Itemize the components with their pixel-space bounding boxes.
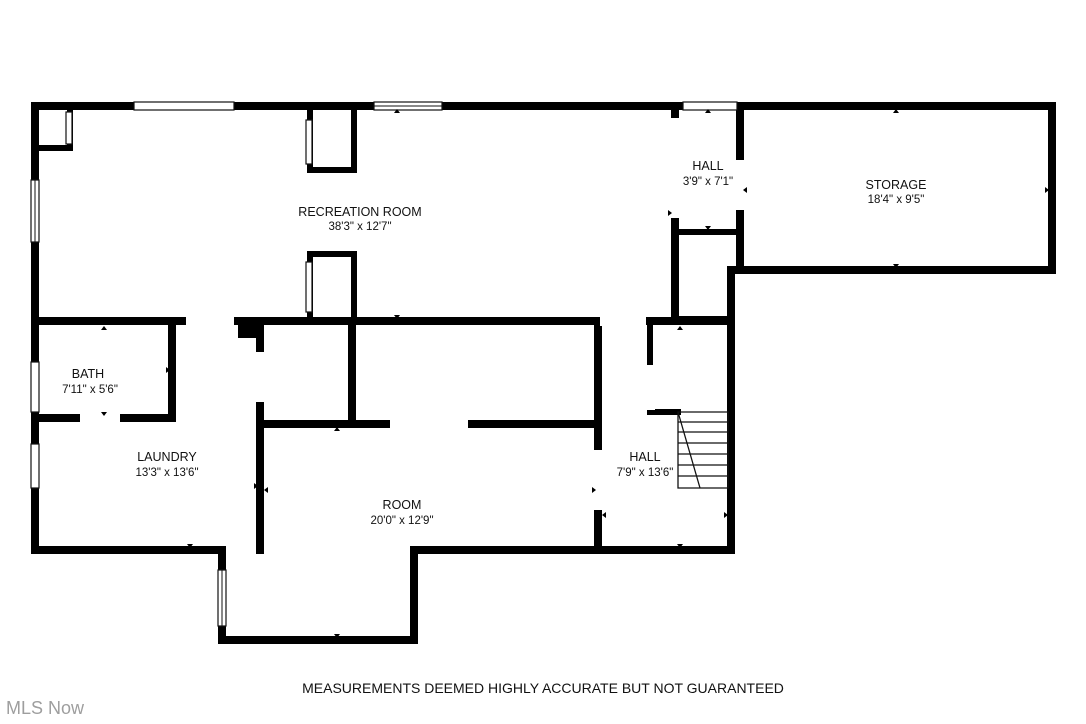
room-label-hall-upper: HALL 3'9" x 7'1"	[683, 159, 733, 188]
room-dimensions: 38'3" x 12'7"	[328, 221, 391, 233]
room-dimensions: 3'9" x 7'1"	[683, 176, 733, 188]
room-dimensions: 18'4" x 9'5"	[868, 194, 925, 206]
room-dimensions: 7'11" x 5'6"	[62, 384, 118, 396]
windows	[30, 101, 738, 627]
interior-walls	[31, 107, 743, 554]
room-name: HALL	[629, 450, 660, 464]
stairs	[677, 411, 729, 489]
disclaimer-text: MEASUREMENTS DEEMED HIGHLY ACCURATE BUT …	[302, 680, 784, 696]
room-dimensions: 7'9" x 13'6"	[617, 467, 674, 479]
dimension-markers	[101, 109, 1049, 638]
room-name: HALL	[692, 159, 723, 173]
room-name: LAUNDRY	[137, 450, 197, 464]
brand-watermark: MLS Now	[6, 698, 85, 718]
room-name: STORAGE	[866, 178, 927, 192]
room-label-storage: STORAGE 18'4" x 9'5"	[866, 178, 927, 206]
room-name: RECREATION ROOM	[298, 205, 421, 219]
door-openings	[80, 118, 745, 510]
room-label-hall-lower: HALL 7'9" x 13'6"	[617, 450, 674, 479]
room-label-room: ROOM 20'0" x 12'9"	[370, 498, 433, 527]
room-dimensions: 13'3" x 13'6"	[135, 467, 198, 479]
room-label-laundry: LAUNDRY 13'3" x 13'6"	[135, 450, 198, 479]
room-label-recreation-room: RECREATION ROOM 38'3" x 12'7"	[298, 205, 421, 233]
room-label-bath: BATH 7'11" x 5'6"	[62, 367, 118, 396]
room-name: BATH	[72, 367, 104, 381]
room-dimensions: 20'0" x 12'9"	[370, 515, 433, 527]
room-name: ROOM	[383, 498, 422, 512]
